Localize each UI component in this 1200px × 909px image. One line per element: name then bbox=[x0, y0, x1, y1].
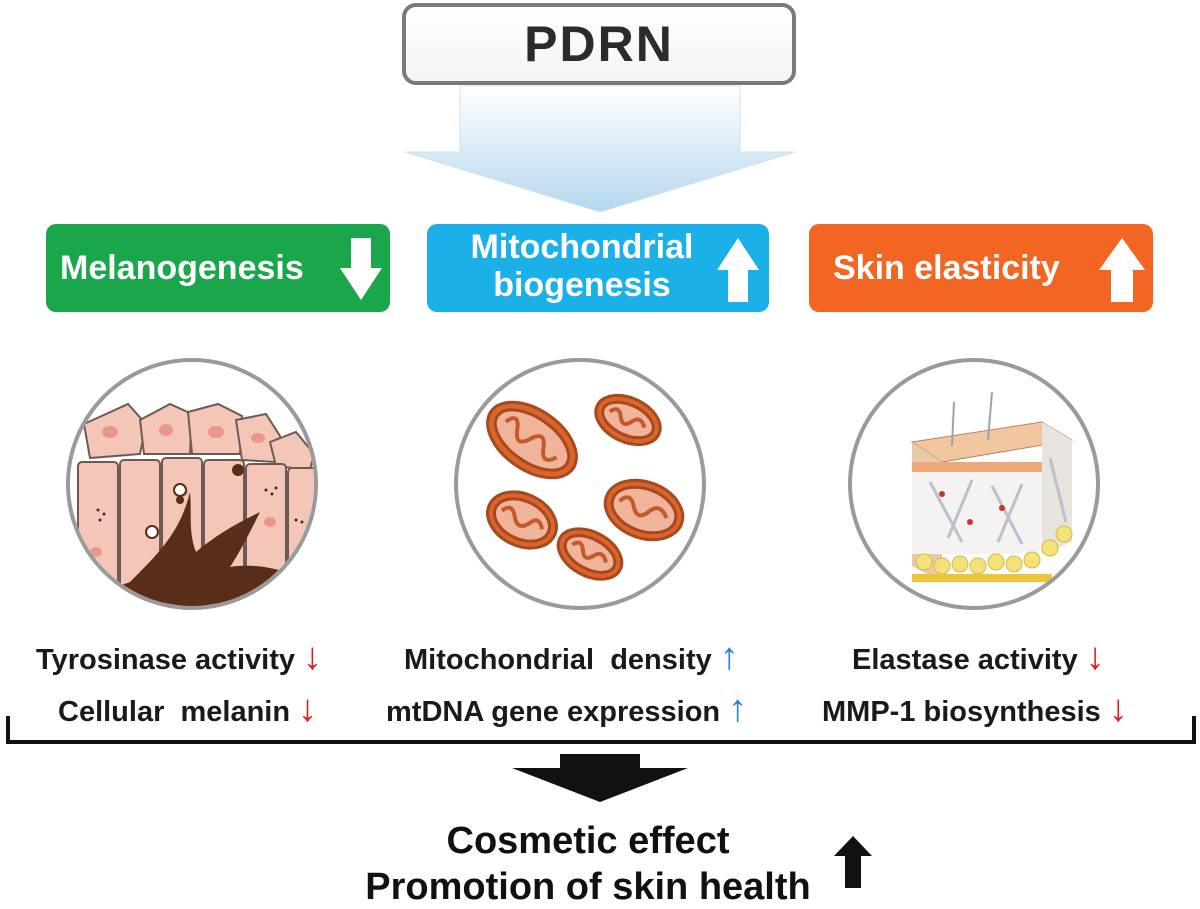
tyrosinase-activity-text: Tyrosinase activity bbox=[36, 644, 295, 676]
tyrosinase-activity-row: Tyrosinase activity ↓ bbox=[36, 638, 322, 677]
outcome-line1: Cosmetic effect bbox=[446, 820, 730, 862]
melanogenesis-label: Melanogenesis bbox=[60, 249, 304, 287]
cells-icon bbox=[77, 402, 314, 606]
mitochondrial-label-line1: Mitochondrial bbox=[470, 228, 694, 266]
mitochondria-icon bbox=[486, 393, 685, 581]
elastase-activity-text: Elastase activity bbox=[852, 644, 1078, 676]
down-arrow-icon bbox=[340, 238, 382, 300]
cellular-melanin-row: Cellular melanin ↓ bbox=[58, 690, 317, 729]
down-arrow-icon: ↓ bbox=[1085, 636, 1105, 678]
skin-elasticity-label: Skin elasticity bbox=[833, 249, 1060, 287]
main-down-arrow bbox=[404, 85, 796, 213]
pdrn-title: PDRN bbox=[524, 16, 674, 72]
up-arrow-icon bbox=[717, 238, 759, 302]
mmp1-biosynthesis-text: MMP-1 biosynthesis bbox=[822, 696, 1101, 728]
up-arrow-icon: ↑ bbox=[728, 688, 748, 730]
outcome-line2: Promotion of skin health bbox=[365, 866, 811, 908]
mitochondrial-label-line2: biogenesis bbox=[493, 266, 671, 304]
skin-layers-icon bbox=[910, 391, 1074, 582]
outcome-up-arrow-icon bbox=[834, 836, 872, 888]
mitochondrial-density-row: Mitochondrial density ↑ bbox=[404, 638, 739, 677]
elastase-activity-row: Elastase activity ↓ bbox=[852, 638, 1105, 677]
pdrn-title-box: PDRN bbox=[402, 3, 796, 85]
cellular-melanin-text: Cellular melanin bbox=[58, 696, 291, 728]
summary-bracket bbox=[6, 716, 1196, 744]
mtdna-expression-row: mtDNA gene expression ↑ bbox=[386, 690, 747, 729]
mtdna-expression-text: mtDNA gene expression bbox=[386, 696, 721, 728]
down-arrow-icon: ↓ bbox=[1108, 688, 1128, 730]
up-arrow-icon: ↑ bbox=[719, 636, 739, 678]
up-arrow-icon bbox=[1099, 238, 1145, 302]
mitochondria-illustration bbox=[454, 358, 706, 610]
melanogenesis-box: Melanogenesis bbox=[46, 224, 390, 312]
mitochondrial-biogenesis-box: Mitochondrial biogenesis bbox=[427, 224, 769, 312]
skin-elasticity-box: Skin elasticity bbox=[809, 224, 1153, 312]
outcome-arrow-icon bbox=[512, 754, 688, 802]
melanocyte-cells-illustration bbox=[66, 358, 318, 610]
mitochondrial-density-text: Mitochondrial density bbox=[404, 644, 712, 676]
mmp1-biosynthesis-row: MMP-1 biosynthesis ↓ bbox=[822, 690, 1128, 729]
down-arrow-icon: ↓ bbox=[303, 636, 323, 678]
down-arrow-icon: ↓ bbox=[298, 688, 318, 730]
skin-layers-illustration bbox=[848, 358, 1100, 610]
